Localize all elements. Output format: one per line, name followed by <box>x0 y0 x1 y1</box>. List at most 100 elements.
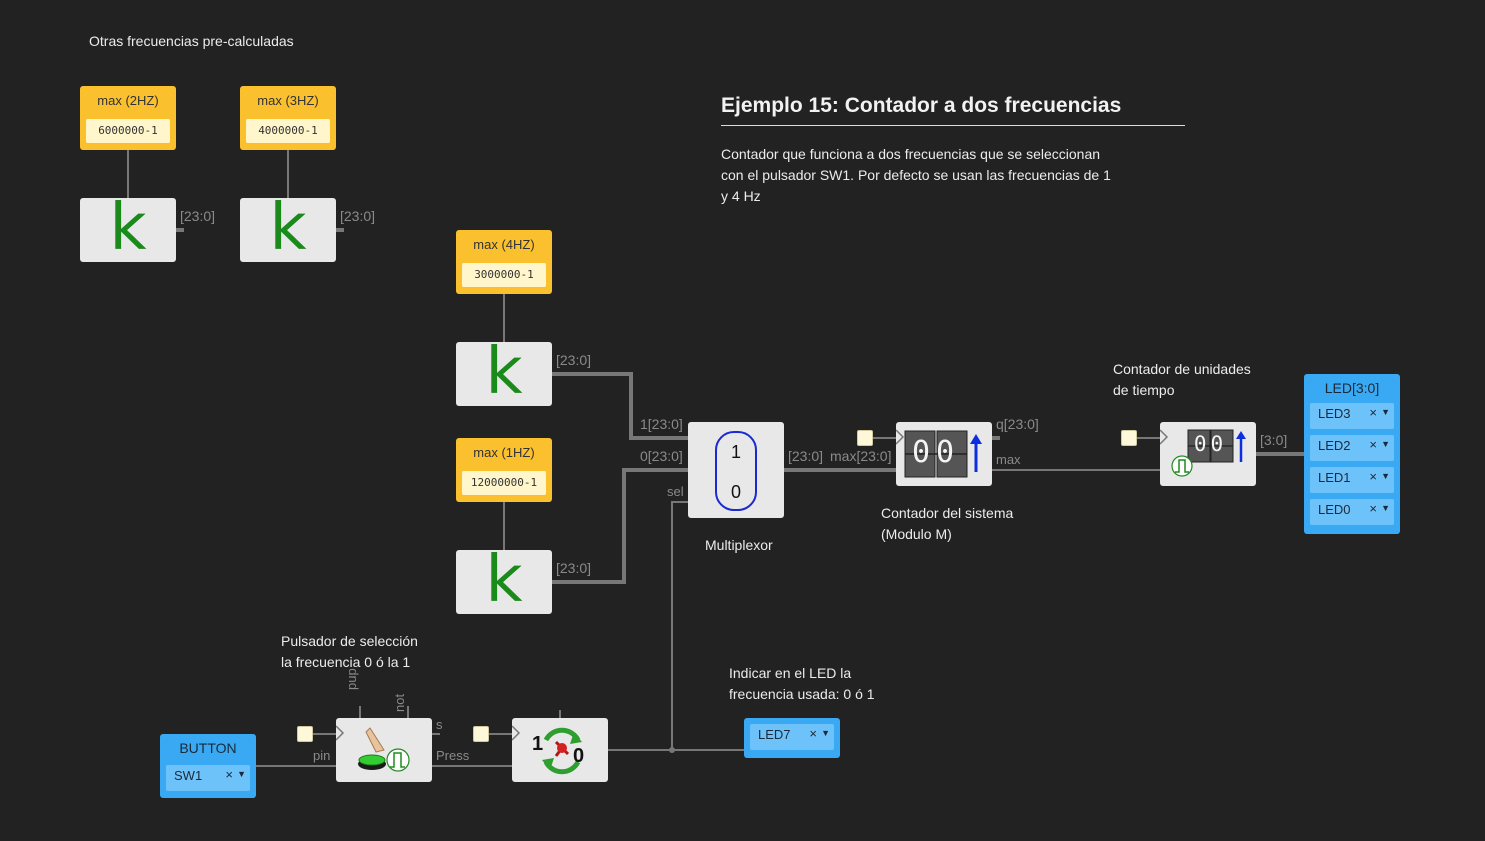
toggle-right-symbol: 0 <box>573 745 585 767</box>
constant-label: max (3HZ) <box>257 93 319 108</box>
constant-value-field[interactable]: 3000000-1 <box>462 263 546 287</box>
note-led-line2: frecuencia usada: 0 ó 1 <box>729 686 875 702</box>
sw1-pin-select[interactable]: SW1 × ▼ <box>166 765 250 791</box>
sys-counter-max-out-label: max <box>996 452 1021 467</box>
counter-icon <box>896 429 982 478</box>
time-counter-block[interactable]: 00 <box>1160 422 1256 486</box>
note-other-frequencies: Otras frecuencias pre-calculadas <box>89 33 294 49</box>
mux-out-label: [23:0] <box>788 448 824 464</box>
clear-icon[interactable]: × <box>1369 501 1377 516</box>
sw1-pin-label: SW1 <box>174 768 203 783</box>
note-button-line1: Pulsador de selección <box>281 633 418 649</box>
toggle-clock-port[interactable] <box>473 726 489 742</box>
bus-1hz <box>552 468 688 584</box>
chevron-down-icon[interactable]: ▼ <box>1381 407 1390 417</box>
led-output-group: LED[3:0] LED3 × ▼ LED2 × ▼ LED1 × ▼ LED0… <box>1304 374 1400 534</box>
button-input-block: BUTTON SW1 × ▼ <box>160 734 256 798</box>
button-not-label: not <box>392 693 407 712</box>
button-input-title: BUTTON <box>179 740 237 756</box>
mux-sel-label: sel <box>667 484 684 499</box>
clear-icon[interactable]: × <box>809 726 817 741</box>
time-counter-clock-port[interactable] <box>1121 430 1137 446</box>
clear-icon[interactable]: × <box>1369 405 1377 420</box>
mux-input-1-symbol: 1 <box>730 442 741 462</box>
sys-counter-clock-port[interactable] <box>857 430 873 446</box>
led2-pin-label: LED2 <box>1318 438 1351 453</box>
k-icon: k <box>109 191 147 265</box>
chevron-down-icon[interactable]: ▼ <box>237 769 246 779</box>
led7-pin-select[interactable]: LED7 × ▼ <box>750 724 834 750</box>
note-time-counter-line2: de tiempo <box>1113 382 1175 398</box>
constant-label: max (2HZ) <box>97 93 159 108</box>
note-button-line2: la frecuencia 0 ó la 1 <box>281 654 411 670</box>
mux-in1-label: 1[23:0] <box>640 416 683 432</box>
led1-pin-select[interactable]: LED1 × ▼ <box>1310 467 1394 493</box>
clear-icon[interactable]: × <box>1369 469 1377 484</box>
constant-label: max (1HZ) <box>473 445 535 460</box>
led3-pin-label: LED3 <box>1318 406 1351 421</box>
led3-pin-select[interactable]: LED3 × ▼ <box>1310 403 1394 429</box>
time-counter-icon <box>1160 429 1246 477</box>
chevron-down-icon[interactable]: ▼ <box>821 728 830 738</box>
bus-4hz <box>552 372 688 440</box>
led2-pin-select[interactable]: LED2 × ▼ <box>1310 435 1394 461</box>
mux-symbol: 1 0 <box>715 431 757 511</box>
k-block-4hz[interactable]: k <box>456 335 552 409</box>
button-s-label: s <box>436 717 443 732</box>
led-output-title: LED[3:0] <box>1324 380 1380 396</box>
note-time-counter-line1: Contador de unidades <box>1113 361 1251 377</box>
k-block-2hz[interactable]: k <box>80 191 176 265</box>
wire-sel <box>671 501 688 750</box>
toggle-left-symbol: 1 <box>532 733 544 755</box>
constant-max-1hz[interactable]: max (1HZ) 12000000-1 <box>456 438 552 502</box>
note-system-counter-line1: Contador del sistema <box>881 505 1014 521</box>
toggle-block[interactable]: 1 0 <box>512 718 608 782</box>
sys-counter-q-out-label: q[23:0] <box>996 416 1039 432</box>
page-title: Ejemplo 15: Contador a dos frecuencias <box>721 94 1185 126</box>
multiplexer-block[interactable]: 1 0 <box>688 422 784 518</box>
mux-in0-label: 0[23:0] <box>640 448 683 464</box>
button-pin-label: pin <box>313 748 331 763</box>
constant-value-field[interactable]: 4000000-1 <box>246 119 330 143</box>
button-press-label: Press <box>436 748 470 763</box>
time-counter-digits: 00 <box>1193 432 1228 456</box>
k-block-3hz[interactable]: k <box>240 191 336 265</box>
constant-value-field[interactable]: 6000000-1 <box>86 119 170 143</box>
constant-max-3hz[interactable]: max (3HZ) 4000000-1 <box>240 86 336 150</box>
sys-counter-max-in-label: max[23:0] <box>830 448 892 464</box>
chevron-down-icon[interactable]: ▼ <box>1381 471 1390 481</box>
system-counter-digits: 00 <box>911 435 961 470</box>
push-button-icon <box>336 725 410 772</box>
led7-pin-label: LED7 <box>758 727 791 742</box>
button-block[interactable] <box>336 718 432 782</box>
note-system-counter-line2: (Modulo M) <box>881 526 952 542</box>
k-icon: k <box>485 543 523 617</box>
constant-max-2hz[interactable]: max (2HZ) 6000000-1 <box>80 86 176 150</box>
k-3hz-output-label: [23:0] <box>340 208 376 224</box>
k-block-1hz[interactable]: k <box>456 543 552 617</box>
clear-icon[interactable]: × <box>225 767 233 782</box>
constant-max-4hz[interactable]: max (4HZ) 3000000-1 <box>456 230 552 294</box>
led0-pin-label: LED0 <box>1318 502 1351 517</box>
note-multiplexor: Multiplexor <box>705 537 773 553</box>
led0-pin-select[interactable]: LED0 × ▼ <box>1310 499 1394 525</box>
note-led-line1: Indicar en el LED la <box>729 665 852 681</box>
k-2hz-output-label: [23:0] <box>180 208 216 224</box>
constant-label: max (4HZ) <box>473 237 535 252</box>
button-pup-label: pup <box>344 668 359 690</box>
k-1hz-output-label: [23:0] <box>556 560 592 576</box>
constant-value-field[interactable]: 12000000-1 <box>462 471 546 495</box>
clear-icon[interactable]: × <box>1369 437 1377 452</box>
mux-input-0-symbol: 0 <box>730 482 741 502</box>
chevron-down-icon[interactable]: ▼ <box>1381 503 1390 513</box>
led1-pin-label: LED1 <box>1318 470 1351 485</box>
chevron-down-icon[interactable]: ▼ <box>1381 439 1390 449</box>
description-text: Contador que funciona a dos frecuencias … <box>721 146 1111 204</box>
time-counter-out-label: [3:0] <box>1260 432 1288 448</box>
system-counter-block[interactable]: 00 <box>896 422 992 486</box>
led7-output-block: LED7 × ▼ <box>744 718 840 758</box>
button-clock-port[interactable] <box>297 726 313 742</box>
k-icon: k <box>269 191 307 265</box>
k-icon: k <box>485 335 523 409</box>
